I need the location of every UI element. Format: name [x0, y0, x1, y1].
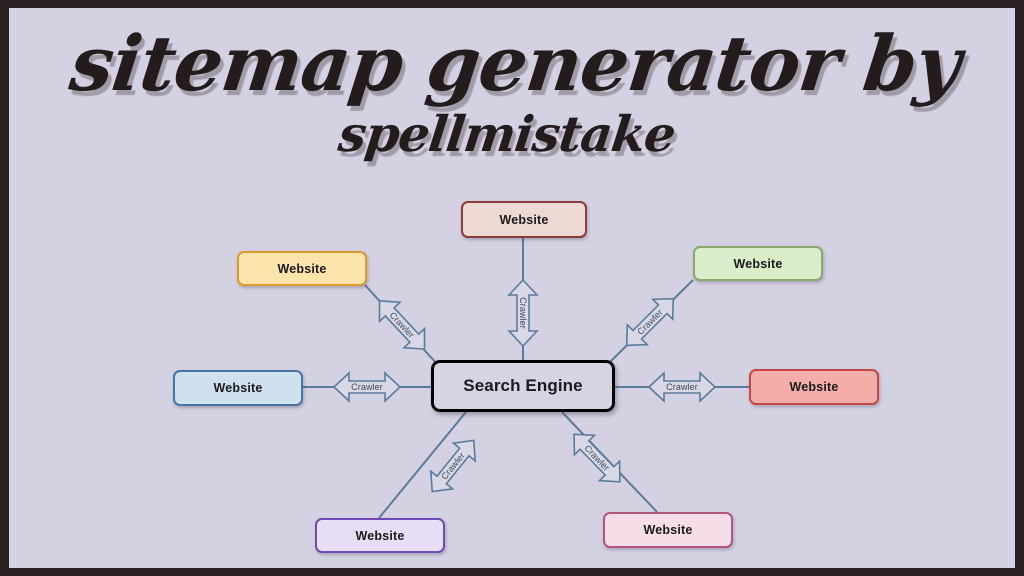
crawler-arrow-upper-right	[625, 297, 675, 347]
crawler-arrow-lower-left	[429, 439, 477, 493]
canvas-frame: sitemap generator by spellmistake .ln{st…	[9, 8, 1015, 568]
crawler-arrow-upper-left	[378, 300, 426, 350]
node-label: Website	[789, 380, 839, 394]
node-label: Website	[733, 256, 783, 271]
node-label: Search Engine	[463, 376, 583, 395]
node-label: Website	[277, 261, 327, 276]
node-label: Website	[643, 523, 693, 537]
edge-line-lower-left	[378, 411, 467, 519]
crawler-arrow-top	[507, 278, 539, 348]
edge-label-top: Crawler	[518, 297, 528, 329]
node-label: Website	[355, 528, 405, 543]
edge-label-right: Crawler	[666, 382, 698, 392]
sitemap-diagram: .ln{stroke:#5b7b9b;stroke-width:2;fill:n…	[9, 8, 1015, 568]
node-website-lower-right[interactable]: Website	[603, 512, 733, 548]
node-label: Website	[499, 212, 549, 227]
node-website-top[interactable]: Website	[461, 201, 587, 238]
crawler-arrow-lower-right	[573, 433, 621, 483]
edge-label-left: Crawler	[351, 382, 383, 392]
node-label: Website	[213, 381, 263, 395]
node-website-upper-right[interactable]: Website	[693, 246, 823, 281]
diagram-edges: .ln{stroke:#5b7b9b;stroke-width:2;fill:n…	[303, 238, 749, 519]
crawler-arrow-left	[332, 371, 402, 403]
node-website-lower-left[interactable]: Website	[315, 518, 445, 553]
node-search-engine[interactable]: Search Engine	[431, 360, 615, 412]
node-website-left[interactable]: Website	[173, 370, 303, 406]
node-website-upper-left[interactable]: Website	[237, 251, 367, 286]
crawler-arrow-right	[647, 371, 717, 403]
node-website-right[interactable]: Website	[749, 369, 879, 405]
